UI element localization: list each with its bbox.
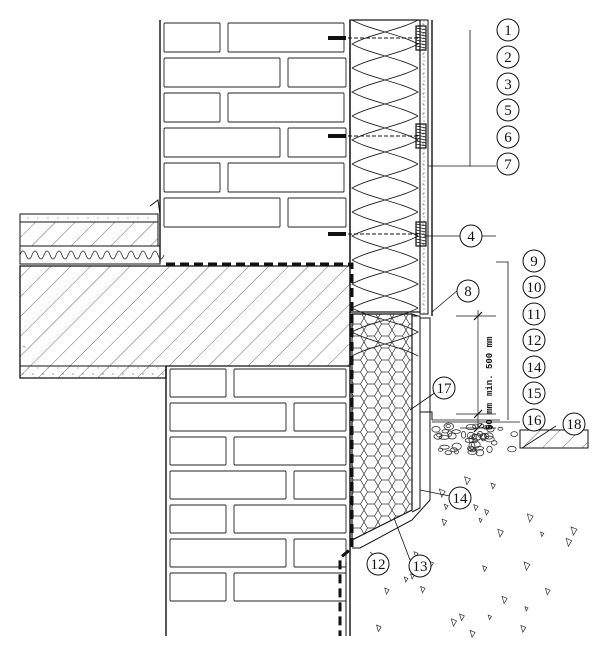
concrete-floor-slab: ~: [19, 265, 351, 379]
callout-3-upper: 3: [496, 72, 520, 96]
svg-text:~: ~: [21, 344, 27, 351]
callout-6-upper: 6: [496, 125, 520, 149]
callout-17-drain: 17: [432, 376, 456, 400]
callout-11-lower: 11: [522, 302, 546, 326]
anchor-dowel-1: [328, 25, 427, 51]
floor-buildup: [19, 199, 165, 265]
upper-brick-wall: [159, 20, 351, 262]
dimension-min-500: min. 500 mm: [485, 336, 495, 396]
callout-14-lower-label: 14: [527, 360, 543, 376]
callout-6-upper-label: 6: [504, 130, 512, 146]
callout-18-ground-label: 18: [567, 417, 582, 433]
callout-12-bottom: 12: [366, 552, 390, 576]
anchor-dowel-2: [328, 123, 427, 149]
callout-10-lower: 10: [522, 275, 546, 299]
callout-13-bottom-label: 13: [413, 559, 428, 575]
callout-2-upper-label: 2: [504, 50, 512, 66]
callout-16-lower: 16: [522, 408, 546, 432]
callout-16-lower-label: 16: [527, 413, 543, 429]
anchor-dowel-3: [328, 221, 427, 247]
callout-4-anchor-label: 4: [467, 229, 475, 245]
callout-11-lower-label: 11: [527, 307, 541, 323]
callout-12-lower-label: 12: [527, 333, 542, 349]
callout-10-lower-label: 10: [527, 280, 542, 296]
callout-15-lower-label: 15: [527, 386, 542, 402]
callout-2-upper: 2: [496, 45, 520, 69]
dimension-lines: [456, 310, 496, 433]
callout-12-bottom-label: 12: [371, 557, 386, 573]
callout-18-ground: 18: [562, 412, 586, 436]
callout-14-bottom-label: 14: [453, 491, 469, 507]
callout-7-upper: 7: [496, 152, 520, 176]
callout-15-lower: 15: [522, 381, 546, 405]
perimeter-insulation: [351, 313, 421, 541]
callout-12-lower: 12: [522, 328, 546, 352]
callout-17-drain-label: 17: [437, 381, 453, 397]
dimension-50mm: 50 mm: [485, 402, 495, 430]
callout-9-lower: 9: [522, 249, 546, 273]
callout-3-upper-label: 3: [504, 77, 512, 93]
drainage-membrane: [352, 317, 433, 549]
callout-1-upper-label: 1: [504, 23, 512, 39]
callout-9-lower-label: 9: [530, 254, 538, 270]
facade-insulation: [349, 19, 421, 357]
callout-8-plinth: 8: [456, 279, 480, 303]
callout-5-upper: 5: [496, 98, 520, 122]
insulation-anchors: [328, 25, 427, 247]
callout-8-plinth-label: 8: [464, 284, 472, 300]
callout-4-anchor: 4: [459, 224, 483, 248]
lower-brick-wall: [165, 312, 351, 636]
callout-14-lower: 14: [522, 355, 546, 379]
callout-13-bottom: 13: [408, 554, 432, 578]
callout-14-bottom: 14: [448, 486, 472, 510]
callout-5-upper-label: 5: [504, 103, 512, 119]
callout-7-upper-label: 7: [504, 157, 512, 173]
render-layers: [419, 19, 433, 316]
waterproofing-membrane: [166, 262, 354, 636]
callout-1-upper: 1: [496, 18, 520, 42]
